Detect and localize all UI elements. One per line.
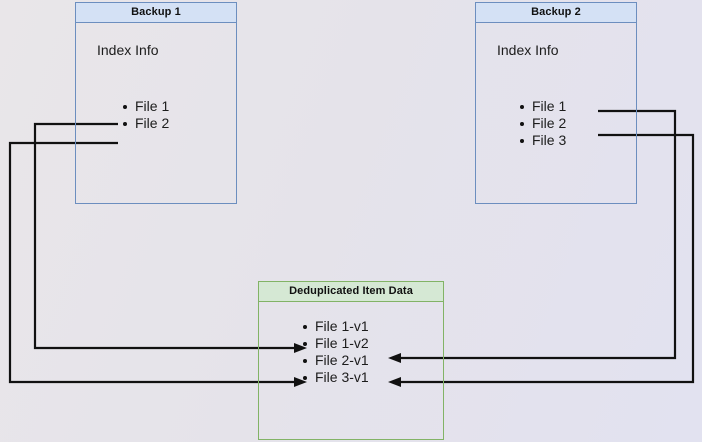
backup-2-box[interactable]: Backup 2 Index Info File 1 File 2 File 3 <box>475 2 637 204</box>
backup-1-body: Index Info File 1 File 2 <box>75 23 237 204</box>
list-item[interactable]: File 3 <box>519 132 566 149</box>
list-item[interactable]: File 2 <box>519 115 566 132</box>
list-item[interactable]: File 2 <box>122 115 169 132</box>
backup-1-title: Backup 1 <box>75 2 237 23</box>
list-item[interactable]: File 1 <box>122 98 169 115</box>
list-item[interactable]: File 1-v1 <box>302 318 369 335</box>
backup-1-file-list: File 1 File 2 <box>122 98 169 132</box>
list-item[interactable]: File 1 <box>519 98 566 115</box>
backup-2-title: Backup 2 <box>475 2 637 23</box>
list-item[interactable]: File 3-v1 <box>302 369 369 386</box>
deduplicated-item-data-box[interactable]: Deduplicated Item Data File 1-v1 File 1-… <box>258 281 444 440</box>
backup-1-index-info-label: Index Info <box>97 42 159 58</box>
backup-2-index-info-label: Index Info <box>497 42 559 58</box>
backup-2-file-list: File 1 File 2 File 3 <box>519 98 566 149</box>
backup-2-body: Index Info File 1 File 2 File 3 <box>475 23 637 204</box>
dedup-body: File 1-v1 File 1-v2 File 2-v1 File 3-v1 <box>258 302 444 440</box>
list-item[interactable]: File 1-v2 <box>302 335 369 352</box>
dedup-item-list: File 1-v1 File 1-v2 File 2-v1 File 3-v1 <box>302 318 369 386</box>
dedup-title: Deduplicated Item Data <box>258 281 444 302</box>
backup-1-box[interactable]: Backup 1 Index Info File 1 File 2 <box>75 2 237 204</box>
list-item[interactable]: File 2-v1 <box>302 352 369 369</box>
